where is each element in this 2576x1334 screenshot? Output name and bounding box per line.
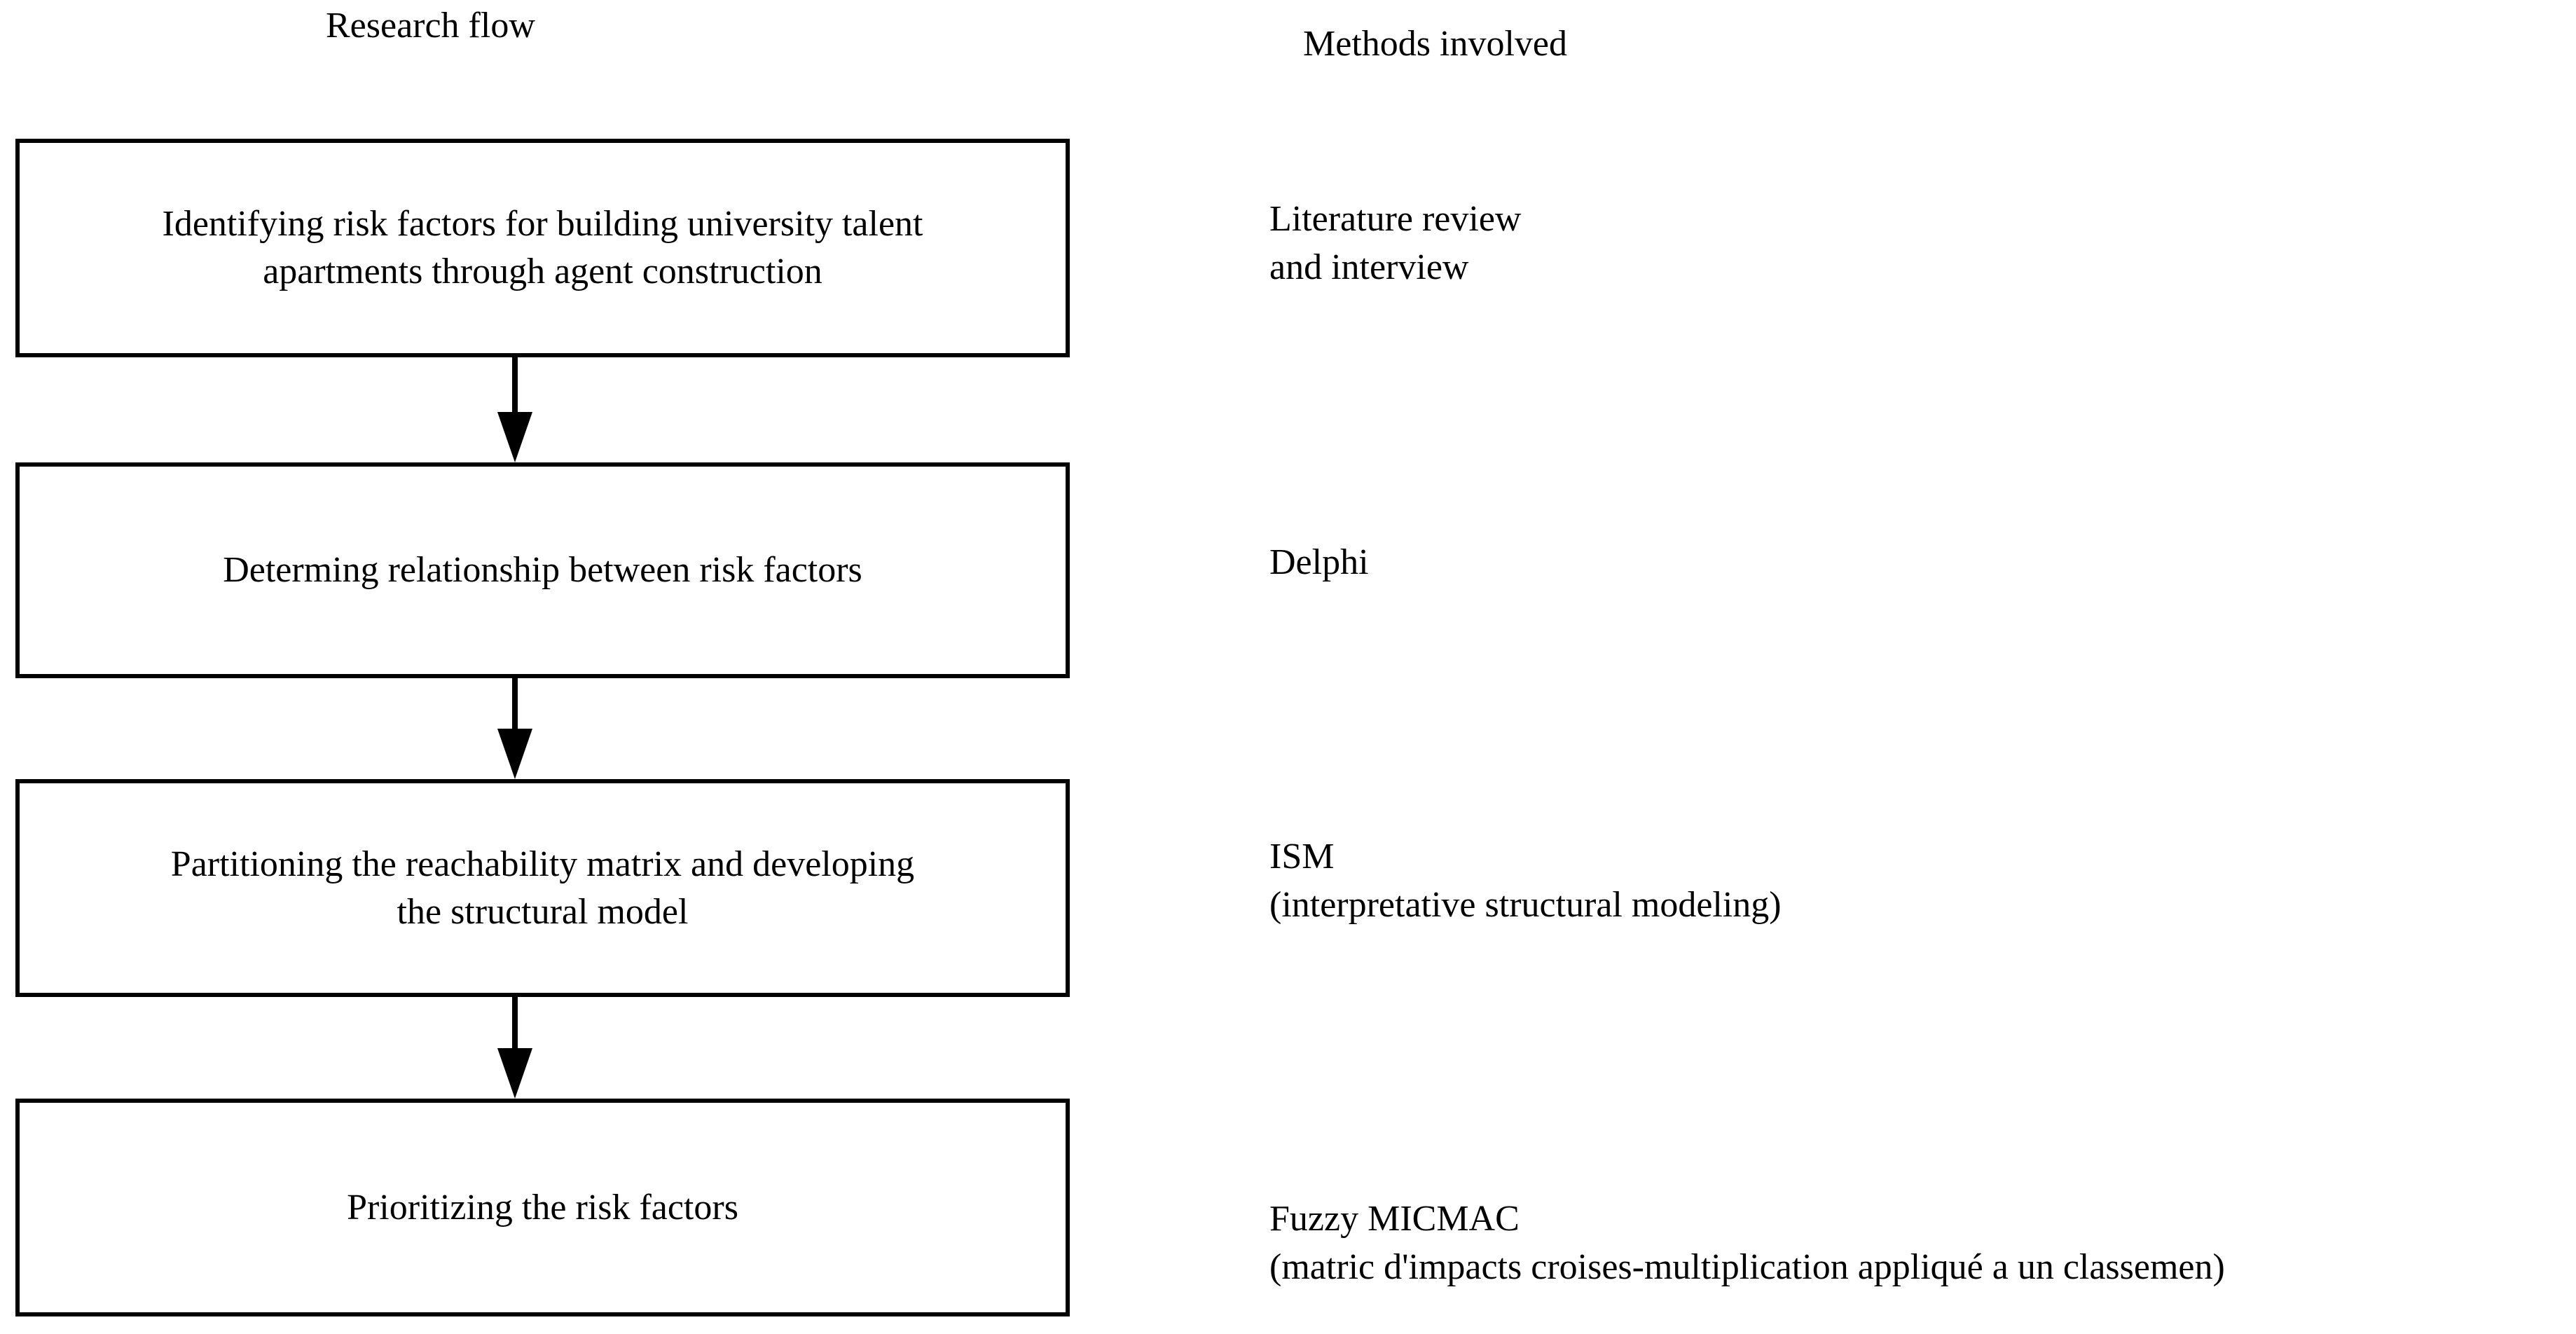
arrow-head-down-icon bbox=[497, 412, 532, 462]
arrow-shaft bbox=[512, 678, 518, 730]
arrow-shaft bbox=[512, 997, 518, 1050]
column-header-research-flow: Research flow bbox=[326, 6, 535, 46]
method-note-step-3: ISM (interpretative structural modeling) bbox=[1269, 837, 1782, 926]
process-box-label-step-3: Partitioning the reachability matrix and… bbox=[170, 844, 915, 932]
process-box-label-step-2: Determing relationship between risk fact… bbox=[223, 550, 862, 591]
process-box-label-step-4: Prioritizing the risk factors bbox=[347, 1187, 738, 1228]
process-box-step-3: Partitioning the reachability matrix and… bbox=[15, 779, 1070, 997]
arrow-head-down-icon bbox=[497, 1048, 532, 1099]
method-note-step-2: Delphi bbox=[1269, 542, 1369, 582]
method-note-step-4: Fuzzy MICMAC (matric d'impacts croises-m… bbox=[1269, 1199, 2225, 1288]
process-box-step-1: Identifying risk factors for building un… bbox=[15, 139, 1070, 357]
column-header-methods-involved: Methods involved bbox=[1303, 24, 1567, 64]
arrow-shaft bbox=[512, 357, 518, 413]
arrow-head-down-icon bbox=[497, 729, 532, 779]
method-note-step-1: Literature review and interview bbox=[1269, 199, 1522, 288]
process-box-step-4: Prioritizing the risk factors bbox=[15, 1099, 1070, 1316]
process-box-step-2: Determing relationship between risk fact… bbox=[15, 462, 1070, 678]
process-box-label-step-1: Identifying risk factors for building un… bbox=[162, 204, 923, 291]
